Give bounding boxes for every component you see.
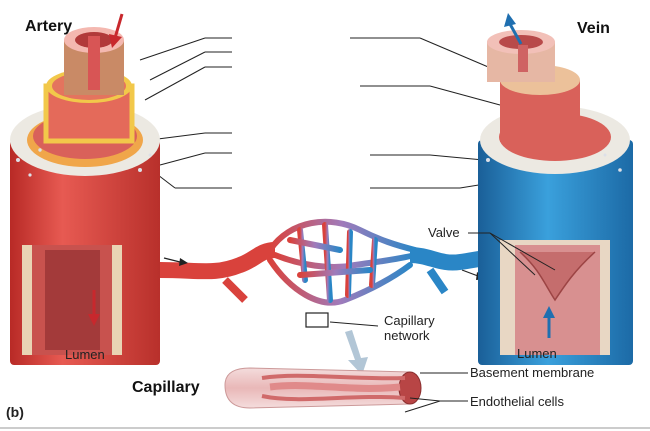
panel-tag: (b): [6, 404, 24, 420]
capillary-network-label: Capillary network: [384, 313, 435, 343]
artery-title: Artery: [25, 18, 73, 35]
arteriole: [159, 242, 276, 280]
artery-flow-arrow: [88, 13, 124, 326]
artery-drawing: [10, 13, 160, 365]
artery-lumen-label: Lumen: [65, 347, 105, 362]
vein-title: Vein: [577, 20, 610, 37]
vein-flow-arrow: [504, 13, 555, 338]
basement-membrane-label: Basement membrane: [470, 365, 595, 380]
vein-lumen-label: Lumen: [517, 346, 557, 361]
capillary-detail-drawing: [224, 367, 422, 409]
vein-drawing: [478, 13, 633, 365]
endothelial-cells-label: Endothelial cells: [470, 394, 564, 409]
label-lines-right: [350, 37, 511, 189]
label-lines-left: [139, 37, 232, 189]
capillary-title: Capillary: [132, 379, 200, 396]
zoom-arrow: [345, 330, 368, 375]
capillary-network-drawing: [267, 218, 418, 306]
capillary-zoom-box: [305, 312, 329, 328]
valve-label: Valve: [428, 225, 460, 240]
